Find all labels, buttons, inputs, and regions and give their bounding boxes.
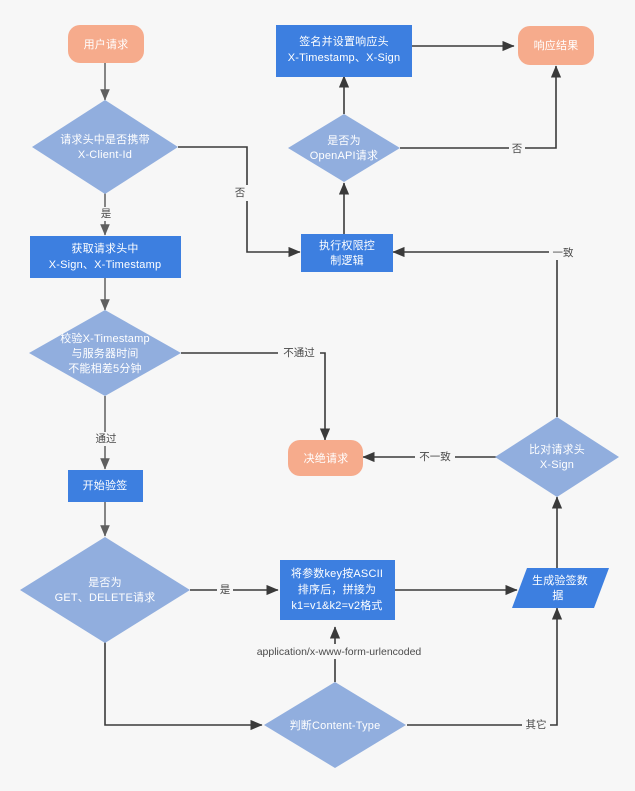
label-bg-client-id-no <box>232 185 248 201</box>
edge-sign-match-to-auth-control <box>392 246 558 417</box>
node-is-get-delete[interactable]: 是否为 GET、DELETE请求 <box>20 537 190 643</box>
label-bg-content-type-urlencoded <box>236 644 442 659</box>
verify-timestamp-shape[interactable] <box>29 310 181 396</box>
sort-params-shape[interactable] <box>280 560 395 620</box>
is-get-delete-shape[interactable] <box>20 537 190 643</box>
compare-x-sign-shape[interactable] <box>495 417 619 497</box>
node-sign-and-set-headers[interactable]: 签名并设置响应头 X-Timestamp、X-Sign <box>276 25 412 77</box>
label-bg-content-type-other <box>522 718 550 732</box>
label-bg-sign-mismatch <box>415 450 455 464</box>
label-bg-client-id-yes <box>98 207 114 221</box>
judge-content-type-shape[interactable] <box>264 682 406 768</box>
reject-request-shape[interactable] <box>288 440 363 476</box>
start-verify-sign-shape[interactable] <box>68 470 143 502</box>
edge-openapi-no-to-response <box>400 65 562 149</box>
label-bg-sign-match <box>549 245 577 260</box>
label-bg-timestamp-pass <box>92 432 120 446</box>
label-bg-get-delete-yes <box>217 583 233 597</box>
edge-timestamp-fail-to-reject <box>181 352 331 441</box>
sign-and-set-headers-shape[interactable] <box>276 25 412 77</box>
user-request-shape[interactable] <box>68 25 144 63</box>
node-verify-timestamp[interactable]: 校验X-Timestamp 与服务器时间 不能相差5分钟 <box>29 310 181 396</box>
node-judge-content-type[interactable]: 判断Content-Type <box>264 682 406 768</box>
node-reject-request[interactable]: 决绝请求 <box>288 440 363 476</box>
generate-sign-data-shape[interactable] <box>512 568 609 608</box>
response-result-shape[interactable] <box>518 26 594 65</box>
node-start-verify-sign[interactable]: 开始验签 <box>68 470 143 502</box>
node-has-client-id[interactable]: 请求头中是否携带 X-Client-Id <box>32 100 178 194</box>
edge-content-type-other-to-generate-sign <box>407 607 563 726</box>
edge-get-delete-no-to-content-type <box>104 642 263 731</box>
node-auth-control-logic[interactable]: 执行权限控 制逻辑 <box>301 234 393 272</box>
node-sort-params[interactable]: 将参数key按ASCII 排序后，拼接为 k1=v1&k2=v2格式 <box>280 560 395 620</box>
get-headers-shape[interactable] <box>30 236 181 278</box>
auth-control-logic-shape[interactable] <box>301 234 393 272</box>
node-compare-x-sign[interactable]: 比对请求头 X-Sign <box>495 417 619 497</box>
label-bg-timestamp-fail <box>278 346 320 360</box>
node-get-headers[interactable]: 获取请求头中 X-Sign、X-Timestamp <box>30 236 181 278</box>
node-is-openapi-request[interactable]: 是否为 OpenAPI请求 <box>288 114 400 182</box>
node-response-result[interactable]: 响应结果 <box>518 26 594 65</box>
node-generate-sign-data[interactable]: 生成验签数 据 <box>512 568 609 608</box>
has-client-id-shape[interactable] <box>32 100 178 194</box>
label-bg-openapi-no <box>509 141 525 157</box>
is-openapi-request-shape[interactable] <box>288 114 400 182</box>
node-user-request[interactable]: 用户请求 <box>68 25 144 63</box>
